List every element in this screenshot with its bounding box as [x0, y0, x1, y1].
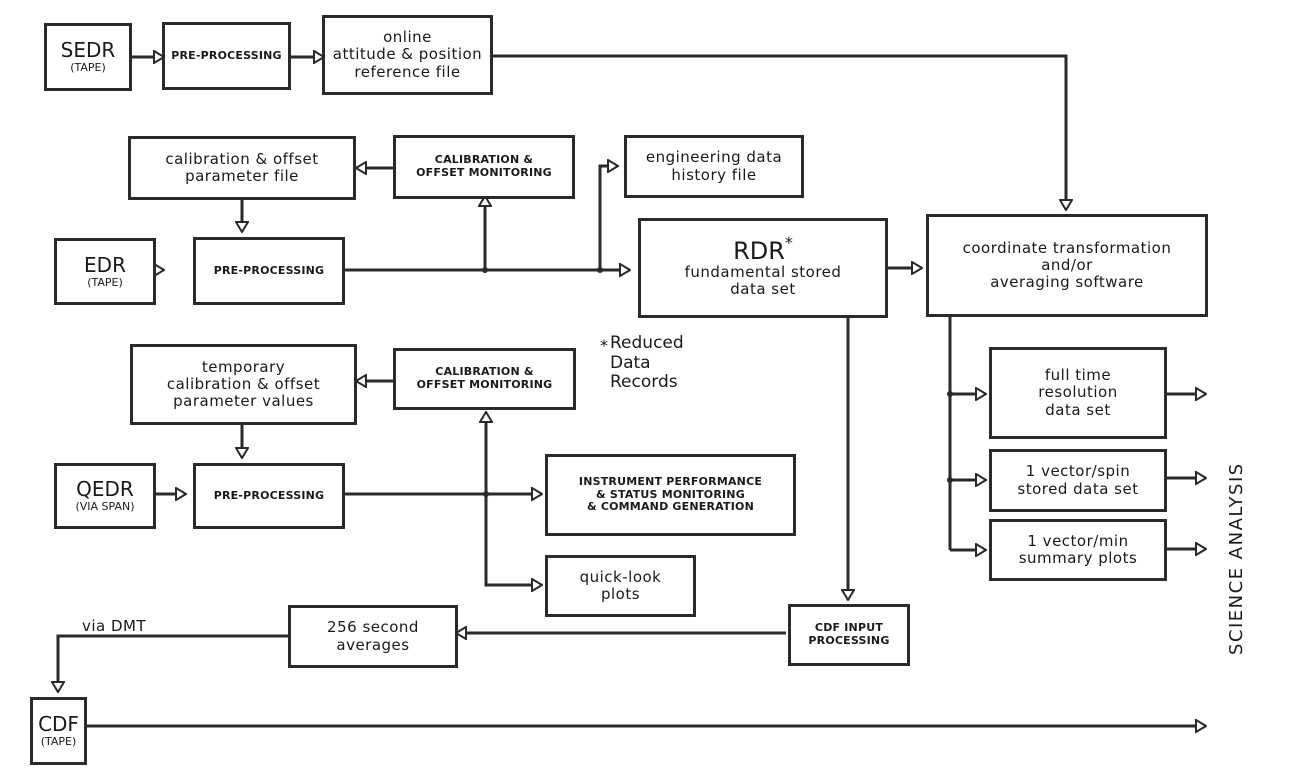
node-line: calibration & offset — [166, 374, 321, 393]
node-line: reference file — [354, 62, 461, 81]
node-title: CDF — [38, 712, 79, 737]
node-line: history file — [671, 165, 757, 184]
node-line: CDF INPUT — [814, 621, 884, 635]
node-line: 1 vector/spin — [1025, 462, 1131, 481]
node-line: engineering data — [645, 148, 783, 167]
node-rdr: RDR* fundamental stored data set — [638, 218, 888, 318]
footnote-line: Records — [610, 372, 678, 393]
node-quick-look-plots: quick-look plots — [545, 555, 696, 617]
node-line: summary plots — [1018, 549, 1138, 567]
node-coordinate-transformation: coordinate transformation and/or averagi… — [926, 214, 1208, 317]
node-pre-processing-3: PRE-PROCESSING — [193, 463, 345, 529]
node-line: & COMMAND GENERATION — [587, 500, 754, 514]
science-analysis-label: SCIENCE ANALYSIS — [1226, 462, 1247, 655]
node-temporary-calibration-values: temporary calibration & offset parameter… — [130, 344, 357, 425]
node-pre-processing-1: PRE-PROCESSING — [162, 22, 291, 90]
node-line: data set — [1045, 400, 1111, 419]
node-line: plots — [600, 585, 641, 603]
node-line: data set — [730, 280, 796, 299]
junction-dot — [947, 391, 953, 397]
node-line: CALIBRATION & — [434, 153, 534, 167]
node-calibration-monitoring-2: CALIBRATION & OFFSET MONITORING — [393, 348, 576, 410]
node-line: OFFSET MONITORING — [416, 378, 553, 391]
node-line: and/or — [1041, 255, 1093, 274]
edge-preproc2-engfile — [598, 166, 618, 270]
node-line: PROCESSING — [808, 634, 890, 647]
node-256-second-averages: 256 second averages — [288, 605, 458, 668]
node-title: SEDR — [60, 38, 116, 63]
node-cdf-input-processing: CDF INPUT PROCESSING — [788, 604, 910, 666]
node-line: calibration & offset — [165, 149, 319, 168]
node-label: PRE-PROCESSING — [213, 263, 325, 277]
node-line: OFFSET MONITORING — [416, 166, 552, 179]
node-line: full time — [1044, 366, 1112, 385]
node-line: averaging software — [990, 273, 1144, 292]
node-title: QEDR — [76, 477, 134, 502]
node-label: PRE-PROCESSING — [171, 48, 282, 62]
node-line: resolution — [1038, 383, 1118, 402]
edge-attitude-coordtransform — [492, 54, 1066, 210]
node-line: fundamental stored — [684, 262, 842, 281]
junction-dot — [597, 267, 603, 273]
node-attitude-file: online attitude & position reference fil… — [322, 15, 493, 95]
junction-dot — [947, 477, 953, 483]
node-subtitle: (TAPE) — [70, 61, 106, 75]
footnote-line: Reduced — [610, 333, 684, 353]
node-line: CALIBRATION & — [435, 365, 534, 379]
node-line: coordinate transformation — [962, 238, 1172, 257]
node-line: parameter file — [185, 167, 299, 185]
node-calibration-monitoring-1: CALIBRATION & OFFSET MONITORING — [393, 135, 575, 199]
node-edr: EDR (TAPE) — [54, 238, 156, 305]
node-line: INSTRUMENT PERFORMANCE — [578, 475, 763, 489]
node-subtitle: (TAPE) — [87, 275, 123, 289]
rdr-title: RDR* — [733, 233, 793, 265]
rdr-footnote: * Reduced Data Records — [600, 333, 684, 393]
node-title: EDR — [84, 252, 126, 277]
node-subtitle: (VIA SPAN) — [75, 500, 135, 514]
node-instrument-performance: INSTRUMENT PERFORMANCE & STATUS MONITORI… — [545, 454, 796, 536]
node-full-time-resolution: full time resolution data set — [989, 347, 1167, 439]
junction-dot — [483, 491, 489, 497]
node-line: parameter values — [173, 392, 314, 411]
node-line: & STATUS MONITORING — [596, 487, 745, 501]
node-line: averages — [336, 635, 410, 654]
node-calibration-param-file: calibration & offset parameter file — [128, 136, 356, 200]
node-line: stored data set — [1017, 479, 1139, 498]
node-line: 1 vector/min — [1027, 531, 1129, 550]
rdr-title-text: RDR — [733, 236, 785, 265]
node-subtitle: (TAPE) — [40, 735, 77, 749]
rdr-footnote-mark: * — [784, 232, 793, 252]
node-sedr: SEDR (TAPE) — [44, 23, 132, 91]
node-line: temporary — [201, 357, 286, 376]
node-line: quick-look — [579, 567, 662, 586]
node-line: attitude & position — [332, 45, 483, 64]
node-qedr: QEDR (VIA SPAN) — [54, 463, 156, 529]
node-pre-processing-2: PRE-PROCESSING — [193, 237, 345, 305]
footnote-marker: * — [600, 336, 608, 355]
edge-averages-cdf — [58, 634, 288, 692]
node-vector-min: 1 vector/min summary plots — [989, 519, 1167, 581]
node-label: PRE-PROCESSING — [213, 488, 325, 502]
node-line: online — [383, 28, 432, 47]
node-line: 256 second — [327, 618, 419, 637]
junction-dot — [482, 267, 488, 273]
node-cdf: CDF (TAPE) — [30, 697, 87, 765]
edge-label-via-dmt: via DMT — [82, 617, 147, 635]
node-engineering-file: engineering data history file — [624, 135, 804, 198]
node-vector-spin: 1 vector/spin stored data set — [989, 449, 1167, 512]
footnote-line: Data — [610, 352, 651, 373]
edge-preproc3-quicklook — [484, 494, 542, 585]
